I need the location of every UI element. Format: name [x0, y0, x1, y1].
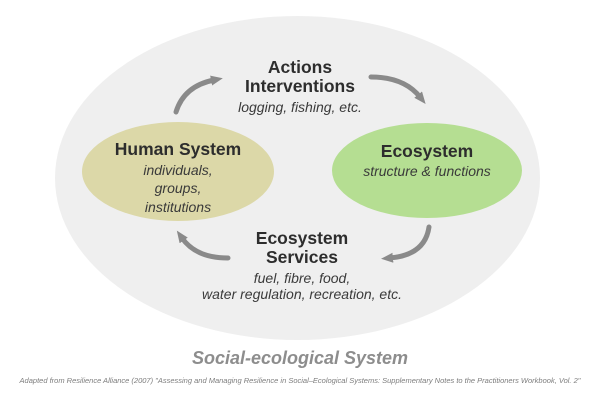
human-system-subtitle: individuals, groups, institutions [143, 162, 213, 215]
ecosystem-node: Ecosystem structure & functions [332, 141, 522, 180]
human-system-ellipse [82, 122, 274, 221]
human-system-title: Human System [114, 139, 242, 159]
system-label: Social-ecological System [191, 348, 409, 368]
ecosystem-title: Ecosystem [380, 141, 474, 161]
ecosystem-services-subtitle: fuel, fibre, food, water regulation, rec… [202, 269, 402, 303]
actions-interventions-node: Actions Interventions logging, fishing, … [170, 57, 430, 115]
ecosystem-services-title: Ecosystem Services [255, 228, 349, 268]
ecosystem-subtitle: structure & functions [363, 163, 491, 180]
ecosystem-services-node: Ecosystem Services fuel, fibre, food, wa… [172, 228, 432, 303]
ecosystem-ellipse [332, 123, 522, 218]
human-system-node: Human System individuals, groups, instit… [82, 139, 274, 216]
attribution-text: Adapted from Resilience Alliance (2007) … [19, 376, 581, 385]
actions-interventions-subtitle: logging, fishing, etc. [238, 98, 362, 115]
actions-interventions-title: Actions Interventions [245, 57, 355, 97]
